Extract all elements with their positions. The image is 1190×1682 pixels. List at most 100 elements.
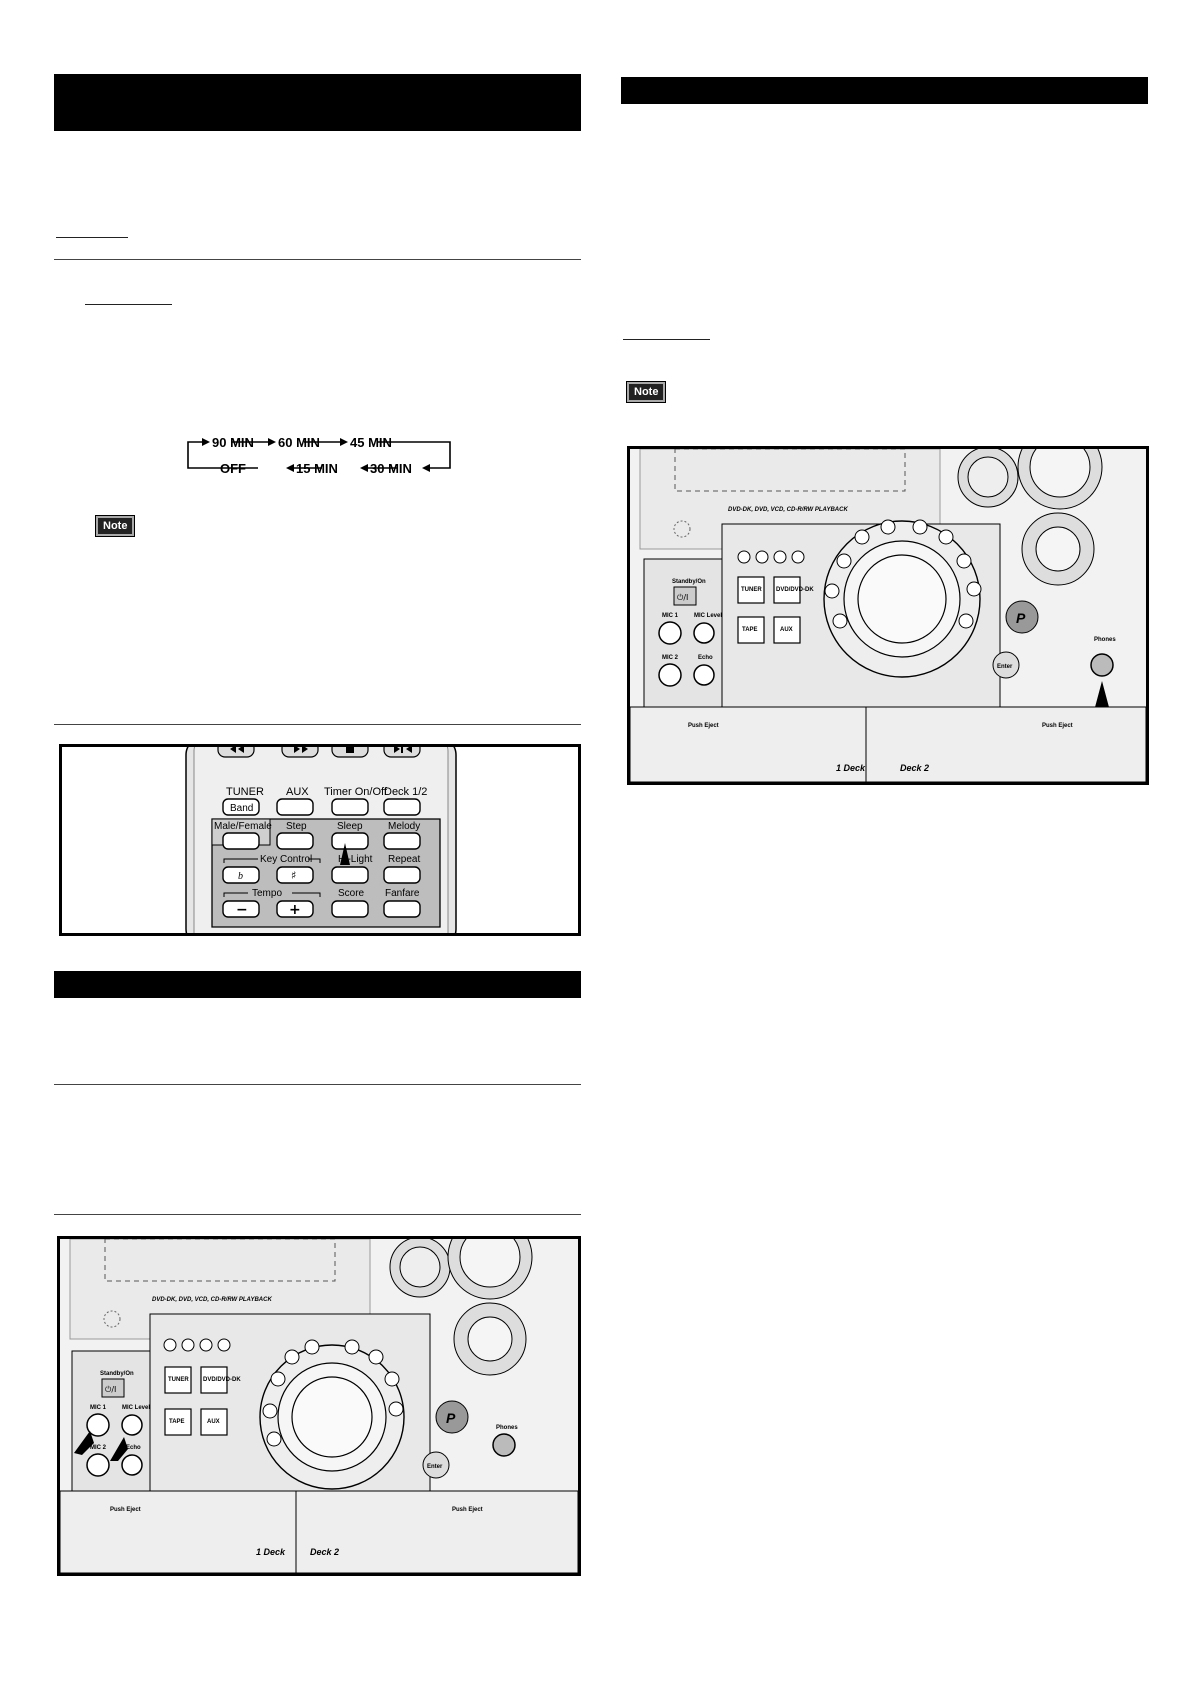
- sleep-30-label: 30 MIN: [370, 461, 412, 476]
- mic2-jack[interactable]: [86, 1453, 110, 1477]
- sleep-15-label: 15 MIN: [296, 461, 338, 476]
- standby-symbol-phones: ⏻/I: [677, 593, 688, 602]
- remote-flat-button[interactable]: [222, 866, 260, 884]
- mic1-insert-arrow: [74, 1431, 94, 1455]
- remote-repeat-label: Repeat: [388, 854, 420, 865]
- aux-button-mic[interactable]: [200, 1408, 228, 1436]
- dvd-button-mic[interactable]: [200, 1366, 228, 1394]
- remote-deck-label: Deck 1/2: [384, 786, 427, 798]
- note-badge-left: Note: [94, 515, 136, 537]
- sleep-45-label: 45 MIN: [350, 435, 392, 450]
- remote-sleep-button[interactable]: [331, 832, 369, 850]
- remote-timer-button[interactable]: [331, 798, 369, 816]
- echo-label-phones: Echo: [698, 655, 713, 661]
- dvd-label-phones: DVD/DVD-DK: [776, 587, 814, 593]
- right-underline-1: [623, 339, 710, 340]
- mic-level-label-phones: MIC Level: [694, 613, 722, 619]
- push-eject-left-phones: Push Eject: [688, 723, 719, 729]
- remote-step-button[interactable]: [276, 832, 314, 850]
- sleep-60-label: 60 MIN: [278, 435, 320, 450]
- remote-flat-symbol: b: [238, 871, 243, 882]
- enter-button-mic[interactable]: [422, 1451, 450, 1479]
- enter-label-mic: Enter: [427, 1464, 443, 1470]
- remote-fanfare-label: Fanfare: [385, 888, 420, 899]
- aux-label-phones: AUX: [780, 627, 793, 633]
- deck1-label-mic: 1 Deck: [256, 1547, 286, 1557]
- left-section-header-bar: [54, 74, 581, 131]
- tuner-label-mic: TUNER: [168, 1377, 189, 1383]
- deck2-label-mic: Deck 2: [310, 1547, 339, 1557]
- echo-knob[interactable]: [121, 1454, 143, 1476]
- tape-label-phones: TAPE: [742, 627, 758, 633]
- remote-sharp-button[interactable]: [276, 866, 314, 884]
- enter-label-phones: Enter: [997, 664, 1013, 670]
- mic-level-arrow: [110, 1437, 128, 1461]
- right-section-header-bar: [621, 77, 1148, 104]
- aux-label-mic: AUX: [207, 1419, 220, 1425]
- standby-symbol-mic: ⏻/I: [105, 1385, 116, 1394]
- left-divider-4: [54, 1214, 581, 1215]
- remote-melody-button[interactable]: [383, 832, 421, 850]
- panel-title-phones: DVD-DK, DVD, VCD, CD-R/RW PLAYBACK: [728, 507, 848, 513]
- remote-control-illustration: TUNER AUX Timer On/Off Deck 1/2 Band Mal…: [185, 747, 457, 933]
- left-section-header-bar-2: [54, 971, 581, 998]
- left-underline-2: [85, 304, 172, 305]
- front-panel-figure-mic: DVD-DK, DVD, VCD, CD-R/RW PLAYBACK Stand…: [57, 1236, 581, 1576]
- remote-male-female-button[interactable]: [222, 832, 260, 850]
- remote-control-figure: TUNER AUX Timer On/Off Deck 1/2 Band Mal…: [59, 744, 581, 936]
- mic-level-label-mic: MIC Level: [122, 1405, 150, 1411]
- left-underline-1: [56, 237, 128, 238]
- remote-tempo-minus-button[interactable]: [222, 900, 260, 918]
- enter-button-phones[interactable]: [992, 651, 1020, 679]
- sleep-90-label: 90 MIN: [212, 435, 254, 450]
- remote-deck-button[interactable]: [383, 798, 421, 816]
- remote-score-button[interactable]: [331, 900, 369, 918]
- front-panel-illustration-phones: DVD-DK, DVD, VCD, CD-R/RW PLAYBACK Stand…: [630, 449, 1146, 782]
- remote-key-control-label: Key Control: [260, 854, 312, 865]
- tuner-button-mic[interactable]: [164, 1366, 192, 1394]
- remote-hilight-button[interactable]: [331, 866, 369, 884]
- echo-label-mic: Echo: [126, 1445, 141, 1451]
- mic-level-knob[interactable]: [121, 1414, 143, 1436]
- tape-button-mic[interactable]: [164, 1408, 192, 1436]
- standby-button-mic[interactable]: [101, 1378, 125, 1398]
- push-eject-right-phones: Push Eject: [1042, 723, 1073, 729]
- remote-melody-label: Melody: [388, 821, 420, 832]
- remote-fanfare-button[interactable]: [383, 900, 421, 918]
- dvd-label-mic: DVD/DVD-DK: [203, 1377, 241, 1383]
- phones-jack-mic[interactable]: [492, 1433, 516, 1457]
- remote-repeat-button[interactable]: [383, 866, 421, 884]
- mic2-label-phones: MIC 2: [662, 655, 679, 661]
- remote-aux-button[interactable]: [276, 798, 314, 816]
- remote-step-label: Step: [286, 821, 307, 832]
- remote-tuner-button[interactable]: [222, 798, 260, 816]
- tape-button-phones[interactable]: [737, 616, 765, 644]
- mic1-label-mic: MIC 1: [90, 1405, 107, 1411]
- dvd-button-phones[interactable]: [773, 576, 801, 604]
- mic1-jack[interactable]: [86, 1413, 110, 1437]
- phones-jack-phones[interactable]: [1090, 653, 1114, 677]
- p-button-label-phones: P: [1016, 610, 1026, 626]
- tape-label-mic: TAPE: [169, 1419, 185, 1425]
- jog-dial-phones[interactable]: [857, 554, 947, 644]
- p-button-mic[interactable]: [435, 1400, 469, 1434]
- push-eject-left-mic: Push Eject: [110, 1507, 141, 1513]
- aux-button-phones[interactable]: [773, 616, 801, 644]
- jog-dial-mic[interactable]: [291, 1376, 373, 1458]
- panel-title-mic: DVD-DK, DVD, VCD, CD-R/RW PLAYBACK: [152, 1297, 272, 1303]
- remote-hilight-label: Hi-Light: [338, 854, 373, 865]
- p-button-phones[interactable]: [1005, 600, 1039, 634]
- remote-minus-symbol: −: [236, 902, 248, 918]
- standby-button-phones[interactable]: [673, 586, 697, 606]
- deck1-label-phones: 1 Deck: [836, 763, 866, 773]
- remote-tempo-plus-button[interactable]: [276, 900, 314, 918]
- remote-tempo-label: Tempo: [252, 888, 282, 899]
- phones-label-mic: Phones: [496, 1425, 518, 1431]
- tuner-label-phones: TUNER: [741, 587, 762, 593]
- remote-score-label: Score: [338, 888, 365, 899]
- phones-label-phones: Phones: [1094, 637, 1116, 643]
- note-badge-right: Note: [625, 381, 667, 403]
- panel-standby-label-mic: Standby/On: [100, 1371, 134, 1377]
- tuner-button-phones[interactable]: [737, 576, 765, 604]
- p-button-label-mic: P: [446, 1410, 456, 1426]
